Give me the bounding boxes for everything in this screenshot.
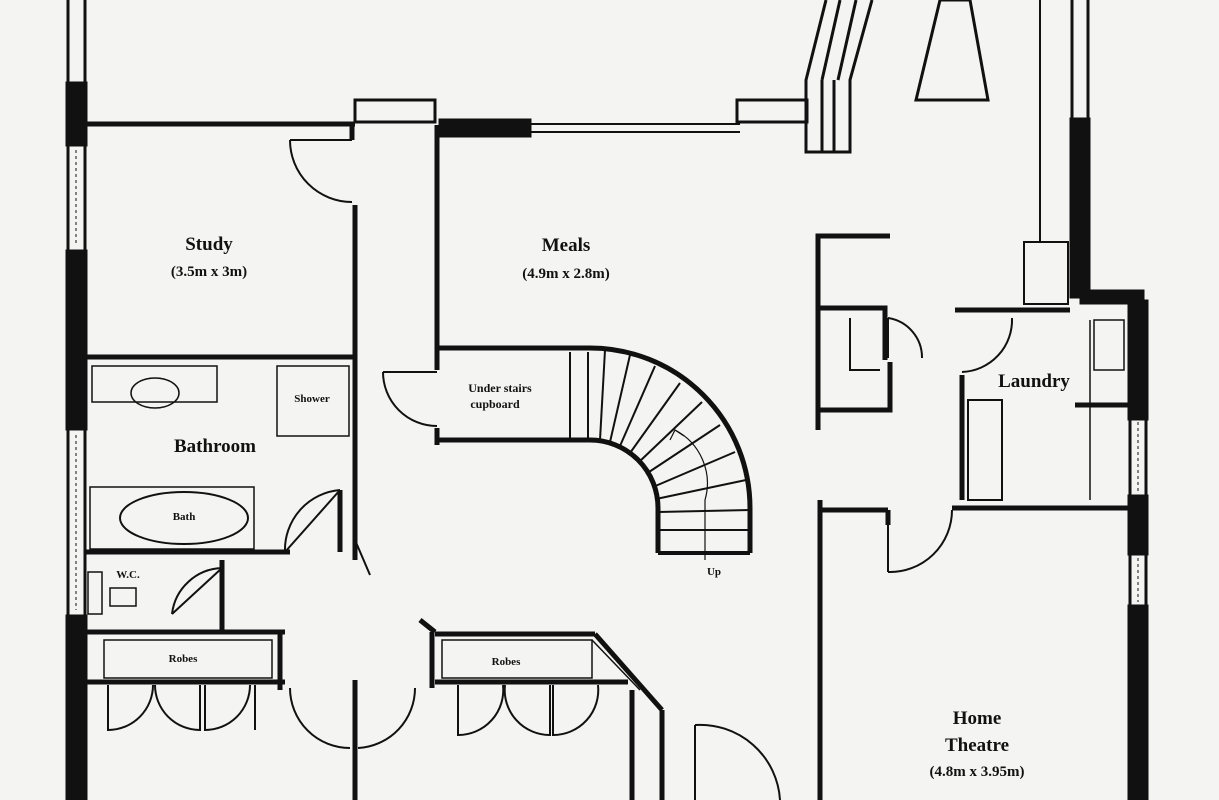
under-stairs-label-2: cupboard [470,397,520,411]
study-label: Study [185,234,233,255]
exterior-walls [65,0,1149,800]
study-door[interactable] [289,139,353,203]
under-stairs-door[interactable] [382,371,438,427]
robes-left-label: Robes [169,653,198,665]
home-theatre-size: (4.8m x 3.95m) [930,764,1025,780]
lower-door[interactable] [694,723,781,800]
wc-door[interactable] [171,567,223,615]
meals-label: Meals [542,235,591,256]
shower-label: Shower [294,393,330,405]
robes-right-doors[interactable] [457,684,600,737]
laundry-door[interactable] [961,317,1014,373]
bath-label: Bath [173,511,196,523]
hall-doors[interactable] [289,539,417,749]
robes-right-label: Robes [492,656,521,668]
study-room [85,121,358,560]
pantry [815,233,893,430]
robes-left [85,632,285,690]
home-theatre-room [817,500,1130,800]
wc-label: W.C. [116,569,140,581]
hall-walls [352,618,437,800]
bathroom-label: Bathroom [174,436,256,457]
stair-up-label: Up [707,566,721,578]
bathroom-door[interactable] [283,489,341,553]
staircase [560,345,753,560]
study-size: (3.5m x 3m) [171,264,247,280]
pantry-door[interactable] [887,317,924,359]
bathroom-room [85,365,350,555]
robes-left-doors[interactable] [107,684,256,732]
home-theatre-door[interactable] [887,509,953,574]
home-theatre-label-2: Theatre [945,735,1009,756]
under-stairs-label-1: Under stairs [468,381,532,395]
robes-right [435,631,665,800]
laundry-label: Laundry [998,371,1070,392]
meals-walls [434,125,570,445]
top-features [353,0,1041,242]
home-theatre-label-1: Home [953,708,1002,729]
wc-room [85,560,285,635]
laundry-room [955,241,1130,501]
meals-size: (4.9m x 2.8m) [522,266,609,282]
